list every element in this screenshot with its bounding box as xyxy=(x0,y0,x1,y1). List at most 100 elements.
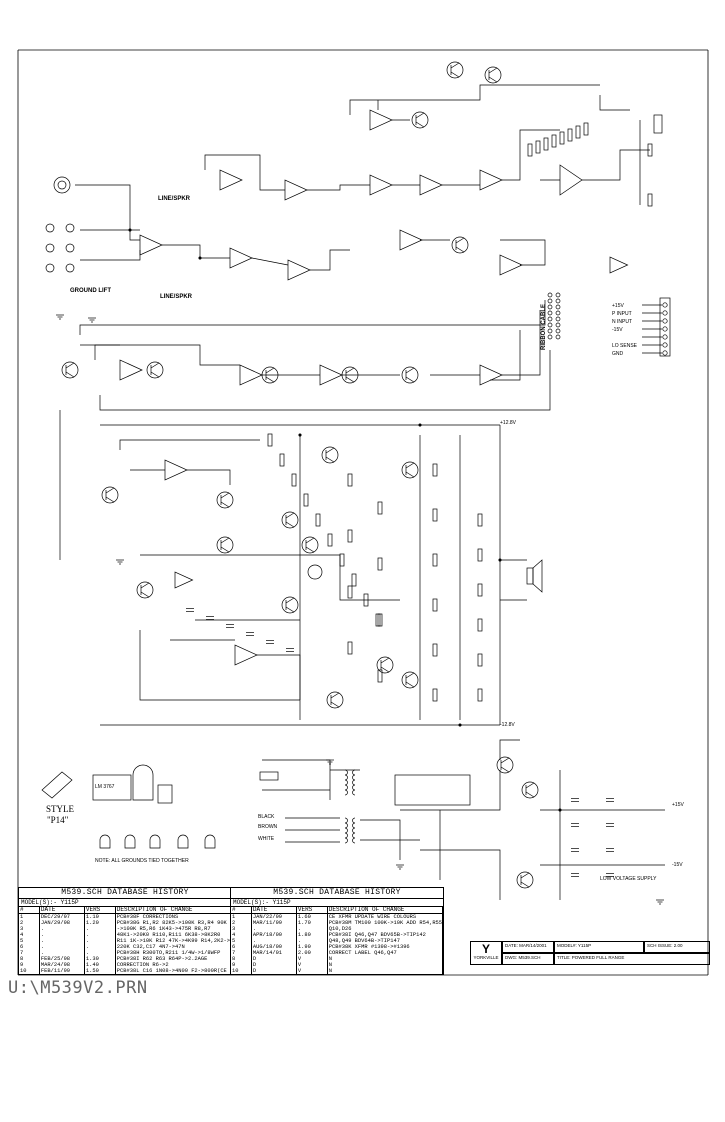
resistor-symbol xyxy=(377,669,383,683)
wire xyxy=(265,376,275,383)
wire xyxy=(150,362,160,369)
resistor-symbol xyxy=(432,553,438,567)
column-header: DESCRIPTION OF CHANGE xyxy=(327,907,444,914)
history-cell: 4 xyxy=(19,932,40,938)
transistor-symbol xyxy=(261,366,279,384)
history-cell: FEB/11/99 xyxy=(39,968,85,974)
quarter-inch-jack xyxy=(45,223,55,233)
wire xyxy=(150,371,160,378)
connector-pin xyxy=(555,322,561,328)
issue-field: SCH ISSUE: 2.00 xyxy=(644,941,710,953)
history-table-right: M539.SCH DATABASE HISTORY MODEL(S):- Y11… xyxy=(230,887,444,975)
resistor-symbol xyxy=(377,501,383,515)
history-cell: MAR/24/98 xyxy=(39,962,85,968)
quarter-inch-jack xyxy=(45,243,55,253)
resistor-symbol xyxy=(477,688,483,702)
transistor-symbol xyxy=(376,656,394,674)
transformer-coil xyxy=(344,822,348,829)
transistor-symbol xyxy=(321,446,339,464)
column-header: # xyxy=(19,907,40,914)
wire xyxy=(405,376,415,383)
history-cell: V xyxy=(296,968,328,974)
wire xyxy=(405,672,415,679)
title-block: Y YORKVILLE DATE: MAR/14/2001 DWG: M539.… xyxy=(470,941,710,965)
op-amp-symbol xyxy=(239,364,263,386)
history-cell: . xyxy=(39,938,85,944)
history-cell: 5 xyxy=(231,938,252,944)
history-cell: 1.40 xyxy=(84,962,116,968)
transistor-symbol xyxy=(496,756,514,774)
op-amp-symbol xyxy=(139,234,163,256)
history-cell: PCB#38F CORRECTIONS xyxy=(115,913,232,920)
resistor-symbol xyxy=(351,573,357,587)
output-connector xyxy=(659,297,671,357)
soft-start-circuit xyxy=(394,774,471,806)
resistor-symbol xyxy=(477,618,483,632)
connector-pin xyxy=(662,310,668,316)
history-cell: 1.20 xyxy=(84,920,116,926)
history-cell: 5 xyxy=(19,938,40,944)
history-cell: PCB#38I R62 R63 R64P->2.2AGE xyxy=(115,956,232,962)
thermistor-symbol xyxy=(307,564,323,580)
wire xyxy=(325,447,335,454)
label-rail-neg: -12.8V xyxy=(500,722,515,728)
op-amp-symbol xyxy=(164,459,188,481)
connector-pin-label: +15V xyxy=(612,303,624,309)
history-title: M539.SCH DATABASE HISTORY xyxy=(19,888,231,899)
resistor-symbol xyxy=(377,613,383,627)
to92-package-drawing xyxy=(204,834,216,849)
history-row: 5..R11 1K->10K R12 47K->4K99 R14,2K2-> xyxy=(19,938,232,944)
op-amp-symbol xyxy=(229,247,253,269)
connector-pin xyxy=(547,322,553,328)
logo-text: YORKVILLE xyxy=(473,955,499,960)
history-cell: V xyxy=(296,956,328,962)
history-cell: 1.60 xyxy=(296,913,328,920)
transistor-symbol xyxy=(401,461,419,479)
transistor-symbol xyxy=(521,781,539,799)
history-cell: 1.70 xyxy=(296,920,328,926)
history-cell: 9 xyxy=(19,962,40,968)
resistor-symbol xyxy=(347,641,353,655)
history-cell: N xyxy=(327,968,444,974)
label-pos-supply: +15V xyxy=(672,802,684,808)
history-cell: 2 xyxy=(231,920,252,926)
transformer-coil xyxy=(352,817,356,824)
history-cell: 2.00 xyxy=(296,950,328,956)
label-note: NOTE: ALL GROUNDS TIED TOGETHER xyxy=(95,858,189,864)
title-field: TITLE: POWERED FULL RANGE xyxy=(554,953,710,965)
resistor-symbol xyxy=(477,513,483,527)
resistor-symbol xyxy=(477,583,483,597)
label-style: STYLE xyxy=(46,804,75,814)
connector-pin xyxy=(555,304,561,310)
history-cell: R11 1K->10K R12 47K->4K99 R14,2K2-> xyxy=(115,938,232,944)
wire xyxy=(488,76,498,83)
history-cell: 1.10 xyxy=(84,913,116,920)
resistor-symbol xyxy=(527,143,533,157)
op-amp-symbol xyxy=(287,259,311,281)
wire xyxy=(79,300,546,335)
op-amp-symbol xyxy=(399,229,423,251)
wire xyxy=(380,666,390,673)
resistor-symbol xyxy=(543,137,549,151)
wire xyxy=(220,501,230,508)
resistor-symbol xyxy=(327,533,333,547)
connector-pin xyxy=(547,334,553,340)
transistor-symbol xyxy=(61,361,79,379)
connector-pin xyxy=(547,304,553,310)
wire xyxy=(405,681,415,688)
wire xyxy=(405,471,415,478)
resistor-symbol xyxy=(347,529,353,543)
resistor-symbol xyxy=(432,643,438,657)
resistor-symbol xyxy=(477,548,483,562)
xlr-input-jack xyxy=(53,176,71,194)
wire xyxy=(307,184,370,191)
wire xyxy=(105,496,115,503)
wire xyxy=(285,597,295,604)
transistor-symbol xyxy=(216,491,234,509)
transistor-symbol xyxy=(281,596,299,614)
